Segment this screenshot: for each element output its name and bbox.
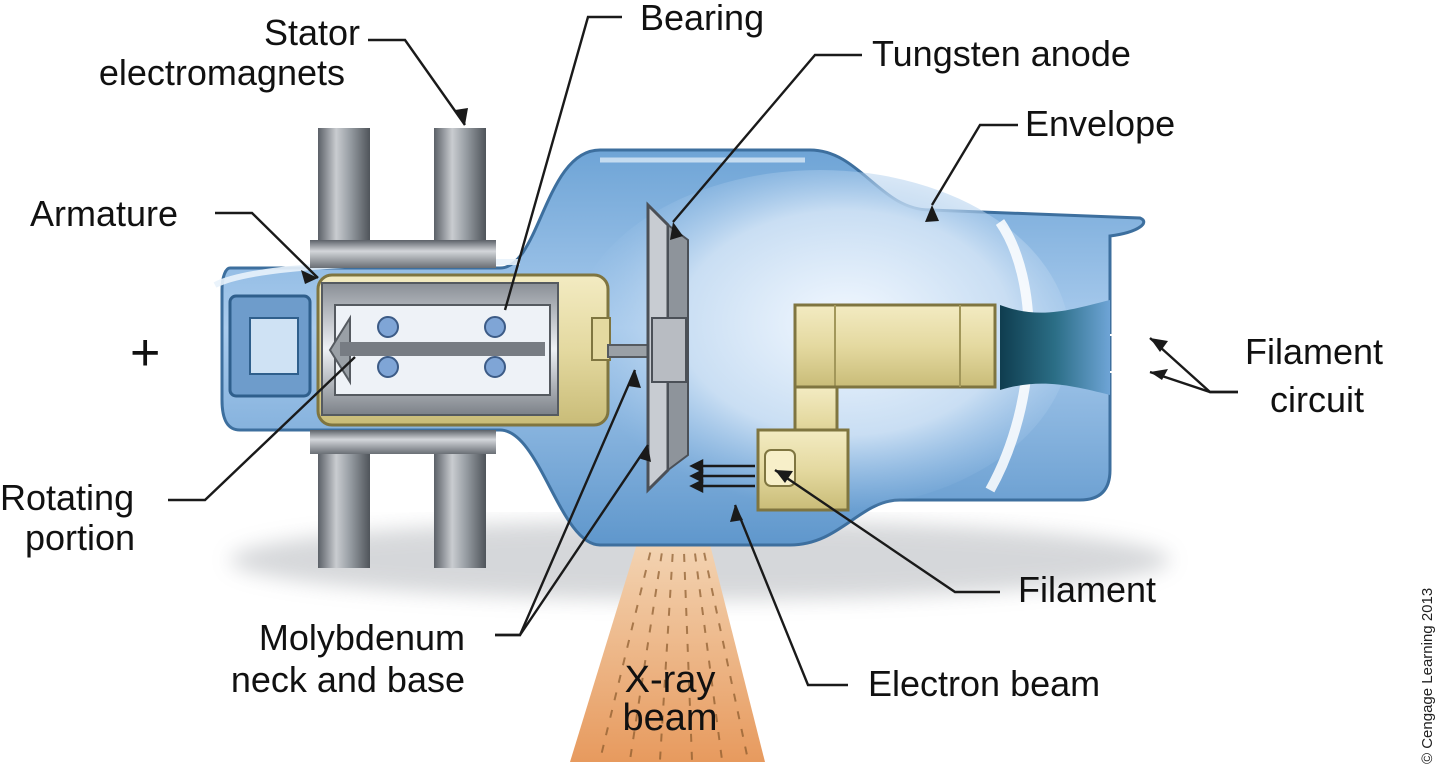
label-armature: Armature	[30, 193, 178, 234]
label-xray-beam-line2: beam	[622, 697, 717, 739]
label-rotating-portion-line2: portion	[25, 517, 135, 558]
plus-sign: +	[130, 324, 160, 382]
label-stator-line1: Stator	[264, 12, 360, 53]
anode-end-cap	[228, 294, 312, 398]
filament-circuit-wires	[1110, 334, 1240, 373]
label-molybdenum-line2: neck and base	[231, 659, 465, 700]
copyright-notice: © Cengage Learning 2013	[1419, 588, 1436, 764]
label-filament-circuit-line1: Filament	[1245, 331, 1383, 372]
label-filament-circuit-line2: circuit	[1270, 379, 1364, 420]
label-molybdenum-line1: Molybdenum	[259, 617, 465, 658]
label-electron-beam: Electron beam	[868, 663, 1100, 704]
stator-electromagnets	[310, 128, 496, 568]
label-bearing: Bearing	[640, 0, 764, 38]
label-xray-beam-line1: X-ray	[625, 659, 716, 701]
label-rotating-portion-line1: Rotating	[0, 477, 134, 518]
leader-lines	[168, 15, 1238, 687]
cathode-neck	[1000, 300, 1110, 395]
label-tungsten-anode: Tungsten anode	[872, 33, 1131, 74]
armature	[316, 273, 611, 427]
electron-beam	[689, 458, 755, 494]
label-stator-line2: electromagnets	[99, 52, 345, 93]
cathode-assembly	[756, 303, 997, 512]
label-filament: Filament	[1018, 569, 1156, 610]
tungsten-anode	[646, 201, 689, 494]
label-envelope: Envelope	[1025, 103, 1175, 144]
